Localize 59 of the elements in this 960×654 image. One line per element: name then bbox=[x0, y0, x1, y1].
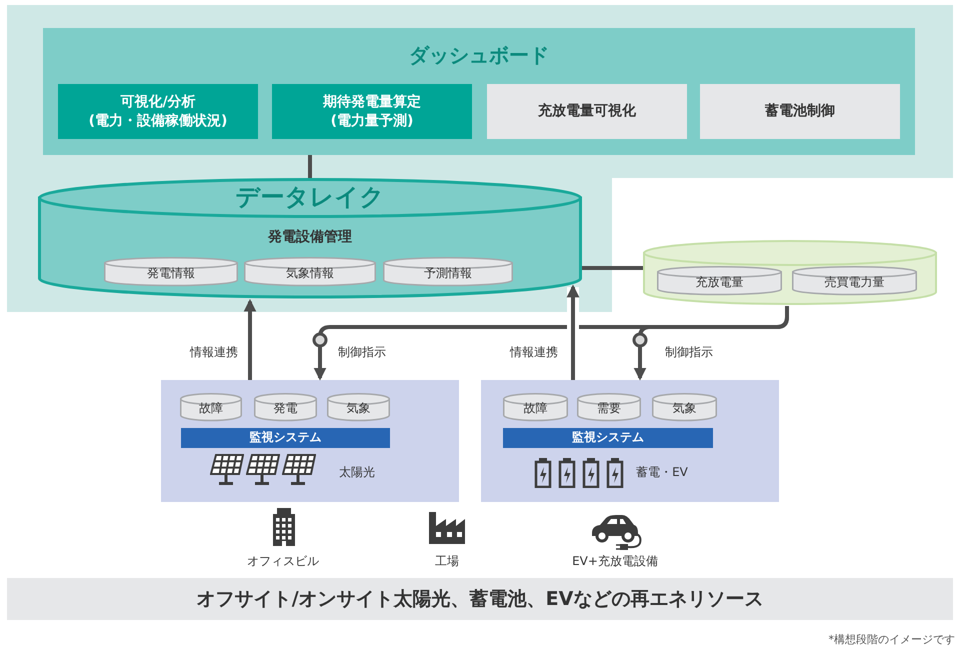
node-label: 発電 bbox=[272, 400, 298, 418]
system-bar bbox=[503, 428, 713, 448]
arrow bbox=[244, 298, 256, 380]
function-box bbox=[58, 84, 258, 139]
data-lake-cylinder bbox=[38, 178, 582, 300]
database-cylinder bbox=[577, 393, 641, 422]
node-label: 蓄電池制御 bbox=[764, 102, 836, 122]
edge-label: 情報連携 bbox=[510, 344, 558, 361]
database-cylinder bbox=[383, 257, 513, 287]
node-label: 監視システム bbox=[571, 429, 645, 446]
connector-line bbox=[582, 266, 643, 270]
node-label: 充放電量 bbox=[694, 274, 744, 291]
caption-label: EV+充放電設備 bbox=[571, 553, 659, 570]
database-cylinder bbox=[327, 393, 390, 422]
background-panel bbox=[7, 5, 953, 312]
node-label: 発電設備管理 bbox=[266, 228, 353, 247]
resource-band bbox=[7, 578, 953, 620]
site-panel bbox=[161, 380, 459, 502]
database-cylinder bbox=[254, 393, 317, 422]
node-label: 売買電力量 bbox=[824, 274, 886, 291]
database-cylinder bbox=[657, 266, 782, 296]
node-label: 予測情報 bbox=[423, 264, 473, 282]
panel-title: ダッシュボード bbox=[408, 42, 550, 69]
caption-label: 工場 bbox=[434, 553, 460, 570]
database-cylinder bbox=[792, 266, 917, 296]
database-cylinder bbox=[244, 257, 376, 287]
database-cylinder bbox=[104, 257, 238, 287]
footnote: *構想段階のイメージです bbox=[828, 632, 955, 647]
node-label: 気象情報 bbox=[285, 264, 335, 282]
caption-label: オフィスビル bbox=[246, 553, 320, 570]
node-label: 可視化/分析 (電力・設備稼働状況) bbox=[88, 93, 228, 130]
connector-line bbox=[308, 155, 312, 178]
edge-label: 情報連携 bbox=[190, 344, 238, 361]
node-label: 発電情報 bbox=[146, 264, 196, 282]
node-label: 蓄電・EV bbox=[635, 464, 689, 482]
function-box bbox=[700, 84, 900, 139]
node-label: 監視システム bbox=[248, 429, 322, 446]
arrow bbox=[566, 284, 580, 380]
node-label: 気象 bbox=[672, 400, 698, 418]
dashboard-panel bbox=[43, 28, 915, 155]
database-cylinder bbox=[503, 393, 568, 422]
node-label: オフサイト/オンサイト太陽光、蓄電池、EVなどの再エネリソース bbox=[196, 586, 764, 612]
node-label: 需要 bbox=[596, 400, 622, 418]
edge-label: 制御指示 bbox=[665, 344, 713, 361]
node-label: 充放電量可視化 bbox=[537, 102, 637, 122]
node-label: 太陽光 bbox=[338, 464, 376, 482]
database-cylinder bbox=[180, 393, 242, 422]
panel-title: データレイク bbox=[234, 182, 386, 214]
system-bar bbox=[181, 428, 390, 448]
database-cylinder bbox=[652, 393, 717, 422]
function-box bbox=[272, 84, 472, 139]
node-label: 気象 bbox=[346, 400, 372, 418]
edge-label: 制御指示 bbox=[338, 344, 386, 361]
database-cylinder bbox=[643, 240, 937, 306]
node-label: 故障 bbox=[198, 400, 224, 418]
node-label: 故障 bbox=[522, 400, 548, 418]
function-box bbox=[487, 84, 687, 139]
site-panel bbox=[481, 380, 779, 502]
node-label: 期待発電量算定 (電力量予測) bbox=[322, 92, 422, 130]
